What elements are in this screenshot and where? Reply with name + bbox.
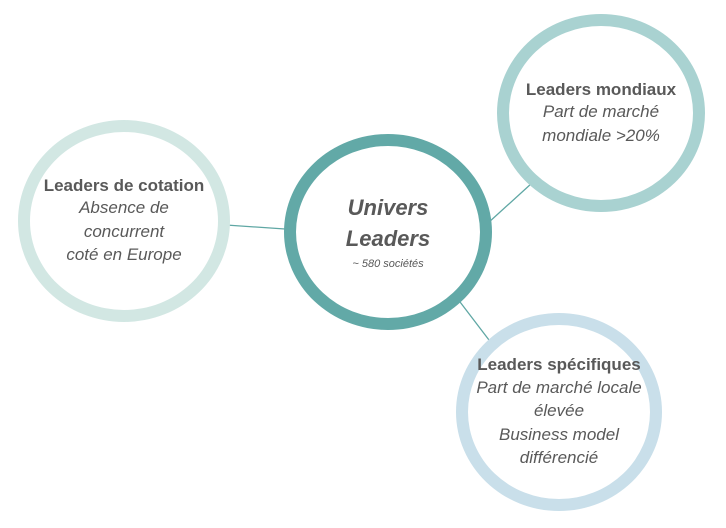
node-label-top-right: Leaders mondiaux Part de marché mondiale…	[499, 16, 703, 210]
center-label: Univers Leaders ~ 580 sociétés	[296, 146, 480, 318]
center-title-line1: Univers	[347, 195, 429, 221]
node-label-bottom-right: Leaders spécifiques Part de marché local…	[449, 315, 669, 509]
center-subtitle: ~ 580 sociétés	[352, 257, 424, 270]
node-text-top-right-1: Part de marché	[542, 102, 660, 122]
node-text-bottom-right-3: Business model	[498, 424, 619, 444]
node-label-left: Leaders de cotation Absence de concurren…	[20, 122, 228, 320]
node-title-bottom-right: Leaders spécifiques	[477, 355, 641, 375]
node-text-top-right-2: mondiale >20%	[542, 125, 660, 145]
center-title-line2: Leaders	[345, 225, 431, 251]
node-text-bottom-right-4: différencié	[519, 448, 599, 468]
node-text-bottom-right-2: élevée	[533, 401, 585, 421]
connector-top-right	[487, 182, 533, 224]
node-text-left-1: Absence de	[79, 198, 169, 218]
connector-bottom-right	[456, 297, 490, 341]
connector-left	[225, 224, 286, 230]
node-text-left-3: coté en Europe	[66, 245, 182, 265]
node-text-left-2: concurrent	[83, 221, 165, 241]
node-title-left: Leaders de cotation	[43, 176, 205, 196]
node-title-top-right: Leaders mondiaux	[525, 79, 677, 99]
node-ring-bottom-right	[456, 313, 662, 511]
node-text-bottom-right-1: Part de marché locale	[476, 377, 642, 397]
